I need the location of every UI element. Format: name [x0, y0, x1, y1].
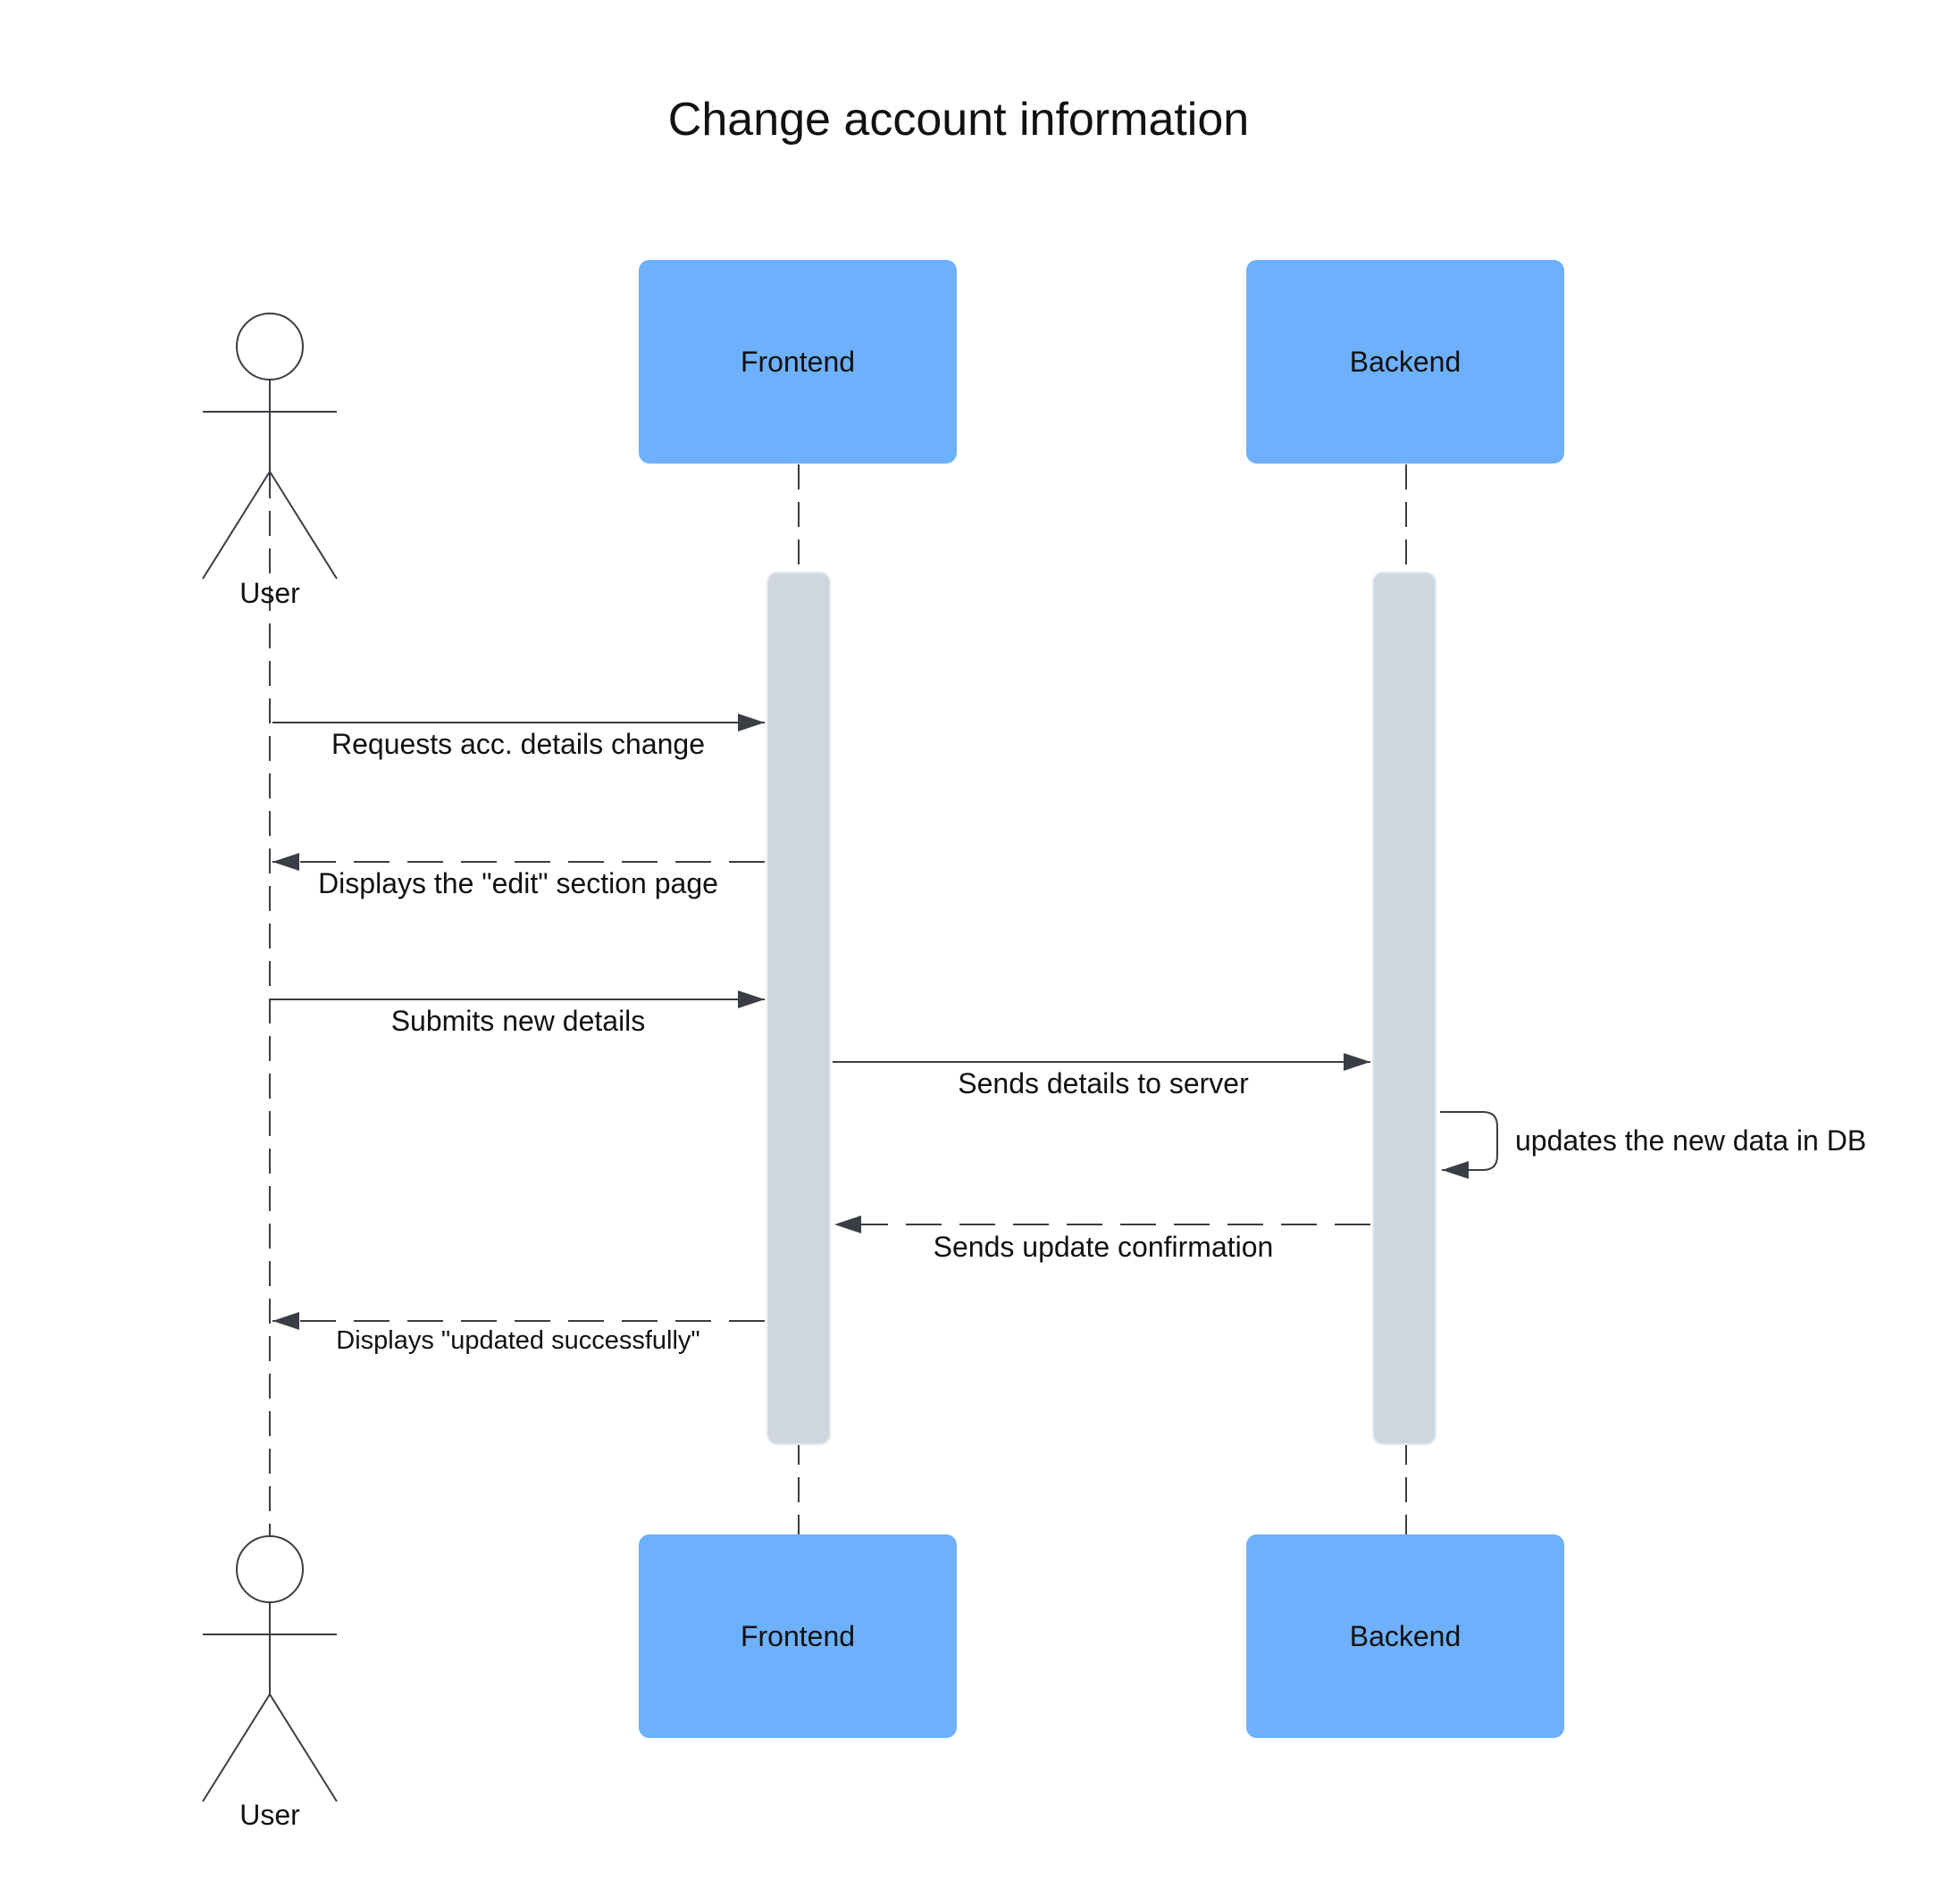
message-label-displays-edit: Displays the "edit" section page [318, 867, 718, 899]
message-label-self-update: updates the new data in DB [1515, 1124, 1867, 1157]
message-label-sends-confirmation: Sends update confirmation [933, 1231, 1274, 1263]
frontend-label-top: Frontend [740, 345, 856, 378]
user-label-bottom: User [239, 1799, 300, 1831]
frontend-participant-bottom: Frontend [639, 1534, 957, 1738]
frontend-participant-top: Frontend [639, 260, 957, 464]
backend-participant-bottom: Backend [1246, 1534, 1564, 1738]
message-label-sends-details: Sends details to server [958, 1067, 1249, 1099]
backend-activation-bar [1372, 572, 1436, 1445]
message-arrow-self-update [1440, 1111, 1498, 1179]
message-label-submits-details: Submits new details [390, 1005, 646, 1037]
backend-label-bottom: Backend [1349, 1619, 1462, 1652]
frontend-label-bottom: Frontend [740, 1619, 856, 1652]
message-label-displays-success: Displays "updated successfully" [336, 1326, 700, 1355]
diagram-title: Change account information [667, 94, 1250, 146]
user-actor-figure-top [202, 313, 338, 580]
message-label-requests-change: Requests acc. details change [331, 728, 706, 760]
user-label-top: User [239, 577, 300, 609]
frontend-activation-bar [766, 572, 831, 1445]
user-actor-figure-bottom [202, 1535, 338, 1802]
backend-label-top: Backend [1349, 345, 1462, 378]
backend-participant-top: Backend [1246, 260, 1564, 464]
